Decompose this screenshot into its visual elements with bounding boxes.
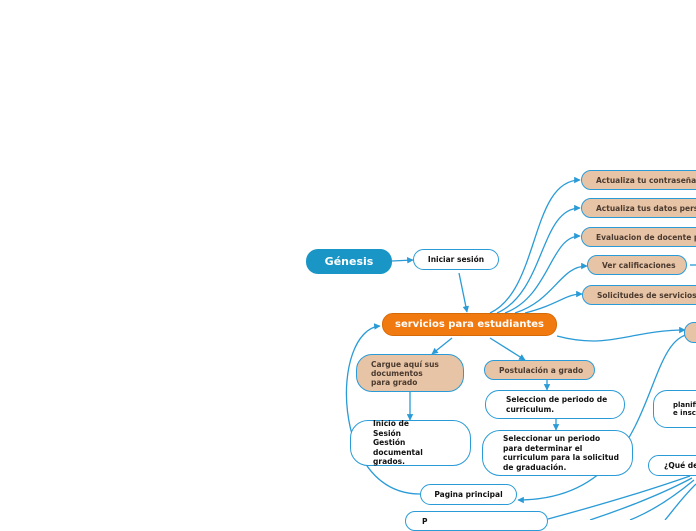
actualiza-datos-label: Actualiza tus datos perso bbox=[596, 203, 696, 213]
cargue-documentos-label: Cargue aquí sus documentos para grado bbox=[371, 359, 439, 387]
solicitudes-servicios-label: Solicitudes de servicios a bbox=[597, 290, 696, 300]
planificacion-node[interactable]: planifi n e inscrip bbox=[653, 390, 696, 428]
iniciar-sesion-label: Iniciar sesión bbox=[427, 255, 485, 264]
offscreen-tan-node[interactable] bbox=[684, 322, 696, 343]
bottom-partial-label: P bbox=[422, 516, 428, 526]
iniciar-sesion-node[interactable]: Iniciar sesión bbox=[413, 249, 499, 270]
actualiza-contrasena-node[interactable]: Actualiza tu contraseña bbox=[581, 170, 696, 190]
bottom-partial-node[interactable]: P bbox=[405, 511, 548, 531]
inicio-sesion-gestion-label: Inicio de Sesión Gestión documental grad… bbox=[373, 419, 423, 467]
connector-lines bbox=[345, 176, 696, 520]
actualiza-contrasena-label: Actualiza tu contraseña bbox=[596, 175, 696, 185]
seleccionar-periodo-label: Seleccionar un periodo para determinar e… bbox=[503, 434, 619, 472]
postulacion-grado-label: Postulación a grado bbox=[499, 365, 584, 375]
postulacion-grado-node[interactable]: Postulación a grado bbox=[484, 360, 595, 380]
que-de-node[interactable]: ¿Qué de bbox=[648, 455, 696, 476]
evaluacion-docente-label: Evaluacion de docente po bbox=[596, 232, 696, 242]
genesis-label: Génesis bbox=[324, 255, 374, 268]
evaluacion-docente-node[interactable]: Evaluacion de docente po bbox=[581, 227, 696, 247]
pagina-principal-label: Pagina principal bbox=[434, 490, 503, 499]
seleccion-periodo-label: Seleccion de periodo de curriculum. bbox=[506, 395, 608, 414]
seleccionar-periodo-node[interactable]: Seleccionar un periodo para determinar e… bbox=[482, 430, 633, 476]
ver-calificaciones-label: Ver calificaciones bbox=[602, 260, 676, 270]
solicitudes-servicios-node[interactable]: Solicitudes de servicios a bbox=[582, 285, 696, 305]
inicio-sesion-gestion-node[interactable]: Inicio de Sesión Gestión documental grad… bbox=[350, 419, 471, 467]
pagina-principal-node[interactable]: Pagina principal bbox=[420, 484, 517, 505]
seleccion-periodo-node[interactable]: Seleccion de periodo de curriculum. bbox=[485, 390, 625, 419]
servicios-estudiantes-label: servicios para estudiantes bbox=[395, 319, 544, 330]
genesis-node[interactable]: Génesis bbox=[306, 249, 392, 274]
servicios-estudiantes-node[interactable]: servicios para estudiantes bbox=[382, 313, 557, 336]
ver-calificaciones-node[interactable]: Ver calificaciones bbox=[587, 255, 687, 275]
que-de-label: ¿Qué de bbox=[664, 461, 696, 470]
actualiza-datos-node[interactable]: Actualiza tus datos perso bbox=[581, 198, 696, 218]
planificacion-label: planifi n e inscrip bbox=[673, 401, 696, 417]
cargue-documentos-node[interactable]: Cargue aquí sus documentos para grado bbox=[356, 354, 464, 392]
